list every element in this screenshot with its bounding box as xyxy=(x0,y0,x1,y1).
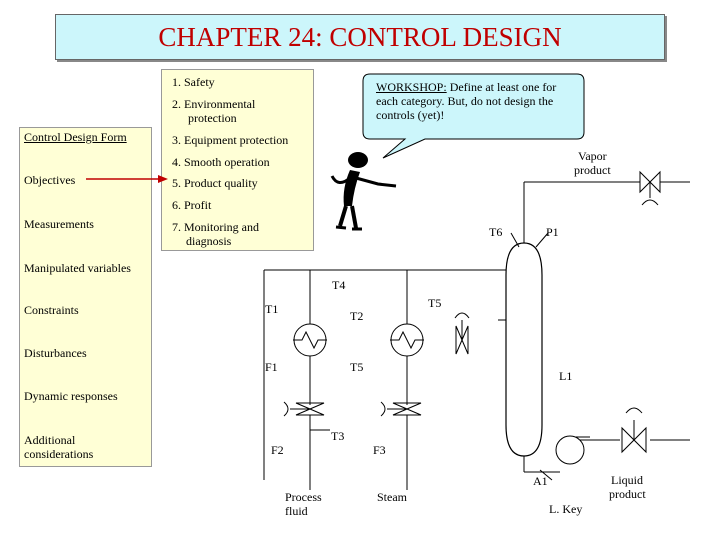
a1-label: A1 xyxy=(533,474,548,488)
t6-label: T6 xyxy=(489,225,503,239)
objective-monitoring-cont: diagnosis xyxy=(186,234,232,248)
form-item-objectives: Objectives xyxy=(24,173,76,187)
presenter-figure-icon xyxy=(330,152,397,231)
page-title: CHAPTER 24: CONTROL DESIGN xyxy=(158,21,562,52)
objective-equipment: 3. Equipment protection xyxy=(172,133,289,147)
objectives-panel: 1. Safety 2. Environmental protection 3.… xyxy=(161,69,314,251)
form-item-considerations: considerations xyxy=(24,447,94,461)
process-fluid-label: fluid xyxy=(285,504,308,518)
form-item-additional: Additional xyxy=(24,433,76,447)
f2-label: F2 xyxy=(271,443,284,457)
workshop-note: WORKSHOP: Define at least one for each c… xyxy=(376,80,581,122)
objective-monitoring: 7. Monitoring and xyxy=(172,220,259,234)
workshop-heading: WORKSHOP: xyxy=(376,80,447,94)
objective-profit: 6. Profit xyxy=(172,198,212,212)
vapor-valve-icon xyxy=(639,170,661,206)
t4-label: T4 xyxy=(332,278,346,292)
p1-label: P1 xyxy=(546,225,559,239)
liquid-product-label: product xyxy=(609,487,646,501)
form-item-manipulated-variables: Manipulated variables xyxy=(24,261,131,275)
control-design-form-panel: Control Design Form Objectives Measureme… xyxy=(19,127,152,467)
workshop-body: Define at least one for each category. B… xyxy=(376,80,557,122)
distillation-column xyxy=(505,242,543,457)
t6-sensor-line xyxy=(510,232,520,248)
liquid-label: Liquid xyxy=(611,473,643,487)
heat-exchanger-2-icon xyxy=(390,270,424,405)
process-fluid-line xyxy=(263,269,506,480)
objective-smooth-operation: 4. Smooth operation xyxy=(172,155,270,169)
t5-lower-label: T5 xyxy=(350,360,364,374)
objective-product-quality: 5. Product quality xyxy=(172,176,258,190)
form-item-dynamic-responses: Dynamic responses xyxy=(24,389,118,403)
t2-label: T2 xyxy=(350,309,364,323)
vapor-line xyxy=(523,181,690,243)
heat-exchanger-1-icon xyxy=(293,270,327,405)
vapor-label: Vapor xyxy=(578,149,607,163)
light-key-label: L. Key xyxy=(549,502,583,516)
process-label: Process xyxy=(285,490,322,504)
a1-sensor-line xyxy=(539,469,553,481)
process-fluid-valve-icon xyxy=(283,401,325,417)
p1-sensor-line xyxy=(535,232,549,248)
l1-label: L1 xyxy=(559,369,573,383)
objective-safety: 1. Safety xyxy=(172,75,215,89)
liquid-product-line xyxy=(523,439,690,473)
vapor-product-label: product xyxy=(574,163,611,177)
pump-icon xyxy=(555,435,590,465)
feed-side-valve-icon xyxy=(454,312,470,355)
liquid-valve-icon xyxy=(621,407,647,454)
f1-label: F1 xyxy=(265,360,278,374)
t1-label: T1 xyxy=(265,302,279,316)
t3-label: T3 xyxy=(331,429,345,443)
title-banner: CHAPTER 24: CONTROL DESIGN xyxy=(55,14,665,60)
form-item-disturbances: Disturbances xyxy=(24,346,87,360)
form-item-measurements: Measurements xyxy=(24,217,94,231)
f3-label: F3 xyxy=(373,443,386,457)
objective-environmental: 2. Environmental xyxy=(172,97,256,111)
objectives-arrow xyxy=(86,175,168,183)
form-item-constraints: Constraints xyxy=(24,303,79,317)
form-item-control-design-form: Control Design Form xyxy=(24,130,127,144)
t5-upper-label: T5 xyxy=(428,296,442,310)
workshop-speech-bubble xyxy=(362,73,585,159)
steam-label: Steam xyxy=(377,490,407,504)
objective-environmental-cont: protection xyxy=(188,111,237,125)
steam-valve-icon xyxy=(380,401,422,417)
